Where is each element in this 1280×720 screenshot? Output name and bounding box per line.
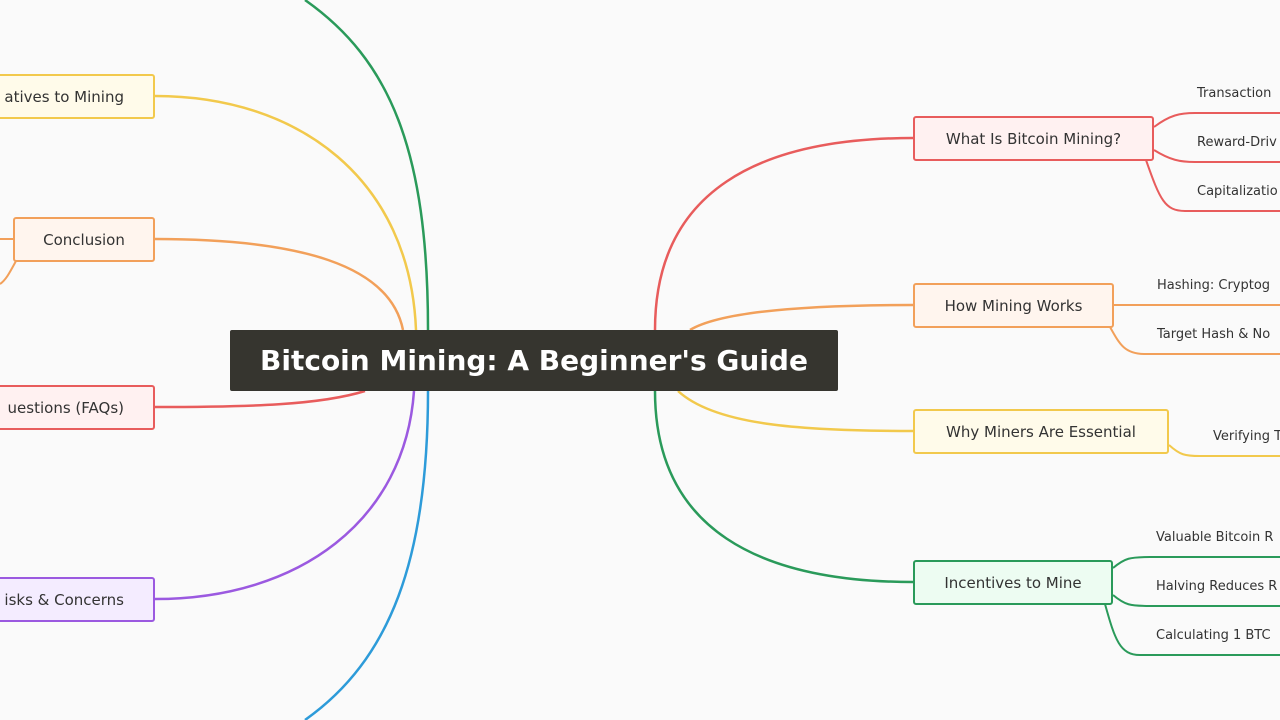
topic-why-miners-essential[interactable]: Why Miners Are Essential [913, 409, 1169, 454]
topic-alternatives-to-mining[interactable]: atives to Mining [0, 74, 155, 119]
link-right-orange [689, 303, 914, 332]
subtopic[interactable]: Hashing: Cryptog [1157, 278, 1271, 293]
subtopic[interactable]: Reward-Driv [1197, 135, 1277, 150]
topic-what-is-bitcoin-mining[interactable]: What Is Bitcoin Mining? [913, 116, 1154, 161]
link-left-orange [154, 237, 405, 331]
subtopic[interactable]: Halving Reduces R [1156, 579, 1278, 594]
link-left-yellow [154, 94, 418, 331]
link-left-purple [154, 390, 416, 601]
topic-how-mining-works[interactable]: How Mining Works [913, 283, 1114, 328]
subtopic[interactable]: Target Hash & No [1157, 327, 1271, 342]
topic-risks-concerns[interactable]: isks & Concerns [0, 577, 155, 622]
subtopic[interactable]: Verifying T [1213, 429, 1280, 444]
topic-conclusion[interactable]: Conclusion [13, 217, 155, 262]
subtopic[interactable]: Transaction [1197, 86, 1272, 101]
link-right-yellow [677, 390, 914, 433]
link-left-green [304, 0, 430, 331]
subtopic[interactable]: Capitalizatio [1197, 184, 1278, 199]
topic-incentives-to-mine[interactable]: Incentives to Mine [913, 560, 1113, 605]
link-right-green [653, 390, 914, 584]
link-left-red [154, 389, 366, 409]
subtopic[interactable]: Calculating 1 BTC [1156, 628, 1271, 643]
topic-faqs[interactable]: uestions (FAQs) [0, 385, 155, 430]
link-right-red [653, 136, 914, 331]
central-topic[interactable]: Bitcoin Mining: A Beginner's Guide [230, 330, 838, 391]
link-left-blue [304, 390, 430, 720]
subtopic[interactable]: Valuable Bitcoin R [1156, 530, 1274, 545]
